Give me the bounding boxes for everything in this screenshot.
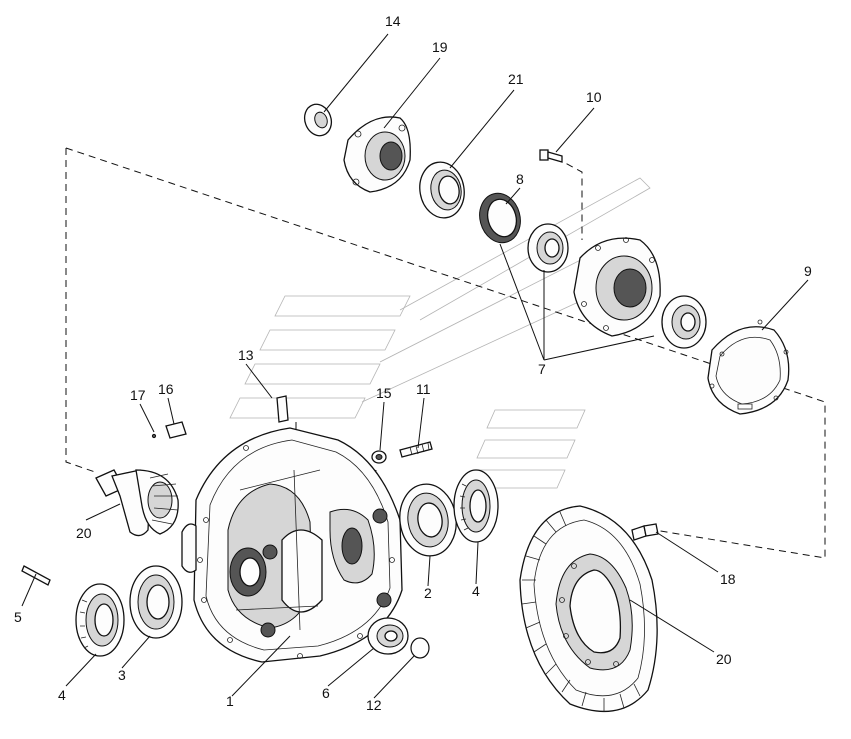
part-12-circlip bbox=[410, 637, 430, 659]
part-8-ring bbox=[479, 192, 521, 244]
part-3-bearing bbox=[129, 565, 183, 639]
part-5-pin bbox=[21, 565, 51, 586]
callout-7: 7 bbox=[538, 361, 546, 377]
part-18-bolt bbox=[631, 523, 659, 541]
callout-4-right: 4 bbox=[472, 583, 480, 599]
callout-11: 11 bbox=[416, 381, 431, 397]
callout-6: 6 bbox=[322, 685, 330, 701]
part-10-bolt bbox=[539, 149, 563, 163]
callout-16: 16 bbox=[158, 381, 174, 397]
part-17-pin bbox=[151, 433, 157, 439]
part-16-shim bbox=[165, 421, 187, 439]
callout-2: 2 bbox=[424, 585, 432, 601]
callout-4-left: 4 bbox=[58, 687, 66, 703]
callout-5: 5 bbox=[14, 609, 22, 625]
part-13-key bbox=[276, 395, 289, 423]
part-14-washer bbox=[303, 103, 333, 137]
callout-8: 8 bbox=[516, 171, 524, 187]
part-9-gasket bbox=[707, 319, 790, 415]
part-20-ring-gear bbox=[519, 505, 658, 713]
callout-12: 12 bbox=[366, 697, 382, 713]
callout-9: 9 bbox=[804, 263, 812, 279]
callout-14: 14 bbox=[385, 13, 401, 29]
part-2-bearing bbox=[399, 483, 457, 557]
part-11-stud bbox=[399, 441, 433, 458]
leader-lines bbox=[21, 33, 809, 699]
callout-20-pinion: 20 bbox=[76, 525, 92, 541]
callout-21: 21 bbox=[508, 71, 524, 87]
watermark-logo bbox=[229, 177, 651, 489]
part-15-nut bbox=[371, 450, 387, 464]
part-1-housing bbox=[181, 427, 403, 663]
callout-labels: 14 19 21 10 8 9 7 13 16 17 15 11 20 2 4 … bbox=[14, 13, 812, 713]
part-4-adjuster-ring-right bbox=[453, 469, 499, 543]
callout-1: 1 bbox=[226, 693, 234, 709]
part-19-flange bbox=[343, 116, 411, 193]
callout-13: 13 bbox=[238, 347, 254, 363]
callout-17: 17 bbox=[130, 387, 146, 403]
callout-18: 18 bbox=[720, 571, 736, 587]
callout-19: 19 bbox=[432, 39, 448, 55]
part-4-adjuster-ring-left bbox=[75, 583, 125, 657]
callout-20-ring-gear: 20 bbox=[716, 651, 732, 667]
part-6-bearing bbox=[367, 617, 409, 655]
part-bearing-housing bbox=[573, 237, 661, 337]
callout-10: 10 bbox=[586, 89, 602, 105]
callout-15: 15 bbox=[376, 385, 392, 401]
part-7-bearing-upper bbox=[527, 223, 569, 273]
part-7-bearing-lower bbox=[661, 295, 707, 349]
part-20-pinion bbox=[95, 469, 179, 537]
callout-3: 3 bbox=[118, 667, 126, 683]
part-21-seal bbox=[419, 161, 465, 219]
